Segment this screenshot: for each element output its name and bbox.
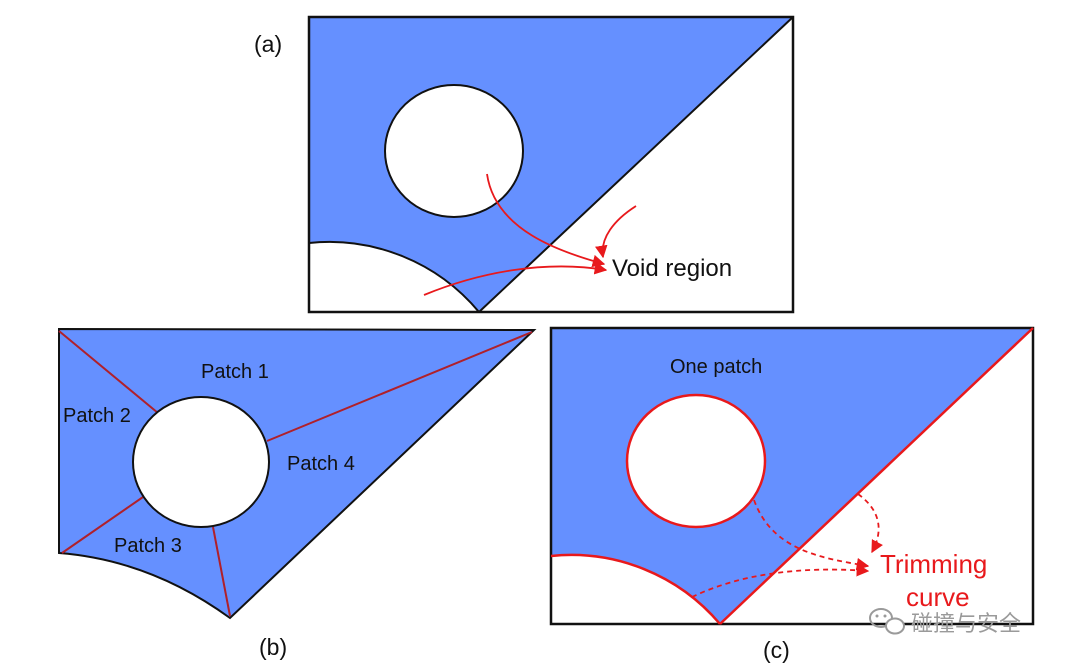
watermark-text: 碰撞与安全 <box>911 612 1021 637</box>
patch-1-label: Patch 1 <box>201 361 269 383</box>
trimming-curve-label-line2: curve <box>906 582 970 612</box>
panel-a-diagonal-edge <box>478 16 794 313</box>
trimming-curve-label-line1: Trimming <box>880 549 987 579</box>
patch-3-label: Patch 3 <box>114 535 182 557</box>
watermark: 碰撞与安全 <box>869 608 1021 637</box>
panel-a-frame <box>307 15 795 314</box>
panel-c-frame <box>549 326 1035 626</box>
panel-a-arrow-from-hole <box>486 173 606 268</box>
panel-c-arc-trim <box>550 553 721 625</box>
panel-a-label: (a) <box>254 31 282 57</box>
panel-a-hole <box>384 84 524 218</box>
void-region-label: Void region <box>612 255 732 282</box>
patch-divider-top-left <box>58 330 159 414</box>
panel-b-hole <box>132 396 270 528</box>
panel-c-diagonal-trim <box>719 327 1034 625</box>
panel-b-label: (b) <box>259 634 287 660</box>
patch-divider-bottom-left <box>61 496 144 554</box>
panel-c-arrow-from-diagonal <box>857 493 883 554</box>
panel-a-arrow-from-diagonal <box>595 205 637 259</box>
panel-c-hole-trim <box>625 393 767 529</box>
panel-b: Patch 1 Patch 2 Patch 3 Patch 4 (b) <box>58 327 537 660</box>
panel-a: (a) Void region <box>254 15 795 314</box>
panel-a-arc-edge <box>308 240 480 313</box>
patch-divider-bottom <box>212 526 231 617</box>
panel-c-arrow-from-arc <box>691 563 870 598</box>
panel-c-region <box>551 328 1033 624</box>
panel-a-arrow-from-corner <box>423 261 608 296</box>
panel-c-label: (c) <box>763 637 790 663</box>
patch-divider-right <box>266 331 533 442</box>
patch-4-label: Patch 4 <box>287 453 355 475</box>
panel-c: One patch Trimming curve (c) <box>549 326 1035 663</box>
wechat-icon <box>869 608 905 635</box>
patch-2-label: Patch 2 <box>63 405 131 427</box>
one-patch-label: One patch <box>670 356 762 378</box>
